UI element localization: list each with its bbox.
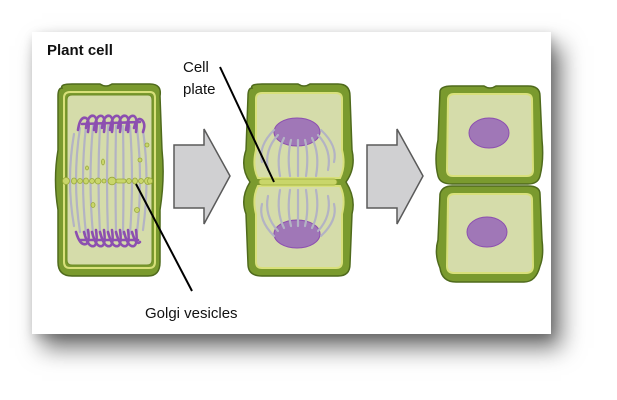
label-cell-plate-line2: plate: [183, 81, 216, 98]
nucleus: [466, 216, 508, 248]
nucleus: [468, 117, 510, 149]
arrow-right-icon: [173, 128, 231, 225]
leader-line-golgi-vesicles: [135, 183, 193, 292]
chromosomes-bottom: [74, 228, 142, 248]
stage-2-cell: [243, 83, 354, 277]
stage-3-cells: [435, 85, 544, 283]
golgi-vesicles: [62, 142, 153, 213]
arrow-right-icon: [366, 128, 424, 225]
daughter-cell-bottom: [435, 185, 544, 283]
leader-line-cell-plate: [219, 66, 275, 183]
cell-membrane: [63, 91, 156, 269]
label-golgi-vesicles: Golgi vesicles: [145, 305, 238, 322]
label-cell-plate-line1: Cell: [183, 59, 209, 76]
cell-plate: [258, 178, 338, 186]
chromosomes-top: [76, 114, 146, 134]
diagram-title: Plant cell: [47, 42, 113, 59]
daughter-cell-top: [435, 85, 544, 185]
stage-1-cell: [54, 83, 164, 277]
spindle-fibers: [260, 128, 336, 238]
